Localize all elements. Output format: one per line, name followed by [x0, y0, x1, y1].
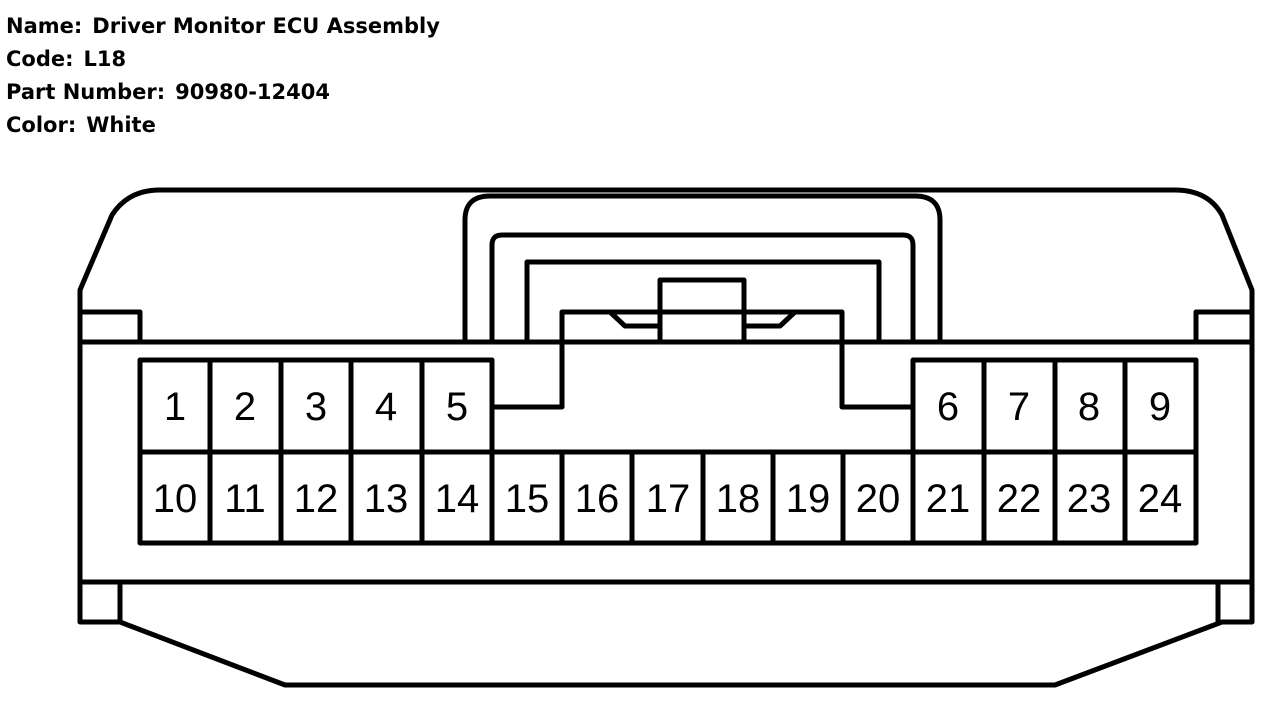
- color-label: Color:: [6, 113, 77, 137]
- part-number-value: 90980-12404: [175, 80, 330, 104]
- connector-info: Name: Driver Monitor ECU Assembly Code: L1…: [6, 10, 440, 142]
- pin-label-3: 3: [305, 385, 327, 429]
- pin-label-10: 10: [153, 477, 198, 521]
- pin-label-21: 21: [926, 477, 971, 521]
- pin-label-20: 20: [856, 477, 901, 521]
- pin-label-2: 2: [234, 385, 256, 429]
- name-label: Name:: [6, 14, 83, 38]
- pin-label-15: 15: [505, 477, 550, 521]
- pin-label-5: 5: [446, 385, 468, 429]
- left-side-tab: [80, 309, 143, 342]
- pin-label-24: 24: [1138, 477, 1183, 521]
- code-row: Code: L18: [6, 43, 440, 76]
- pin-label-22: 22: [997, 477, 1042, 521]
- part-number-row: Part Number: 90980-12404: [6, 76, 440, 109]
- color-value: White: [86, 113, 156, 137]
- right-side-tab: [1193, 309, 1252, 342]
- pin-label-7: 7: [1008, 385, 1030, 429]
- latch-outer: [462, 193, 943, 342]
- name-value: Driver Monitor ECU Assembly: [92, 14, 440, 38]
- pin-label-8: 8: [1078, 385, 1100, 429]
- pin-label-14: 14: [435, 477, 480, 521]
- pin-label-12: 12: [294, 477, 339, 521]
- pin-label-9: 9: [1149, 385, 1171, 429]
- pin-label-11: 11: [224, 477, 266, 521]
- pin-label-23: 23: [1067, 477, 1112, 521]
- pin-label-4: 4: [375, 385, 397, 429]
- connector-housing-outline: [77, 187, 1255, 688]
- pin-label-19: 19: [786, 477, 831, 521]
- pin-label-17: 17: [646, 477, 691, 521]
- name-row: Name: Driver Monitor ECU Assembly: [6, 10, 440, 43]
- pin-label-13: 13: [364, 477, 409, 521]
- pin-label-6: 6: [937, 385, 959, 429]
- pin-label-18: 18: [716, 477, 761, 521]
- pin-label-16: 16: [575, 477, 620, 521]
- latch-inner: [489, 232, 916, 342]
- part-number-label: Part Number:: [6, 80, 166, 104]
- code-label: Code:: [6, 47, 74, 71]
- pin-label-1: 1: [164, 385, 186, 429]
- code-value: L18: [83, 47, 127, 71]
- color-row: Color: White: [6, 109, 440, 142]
